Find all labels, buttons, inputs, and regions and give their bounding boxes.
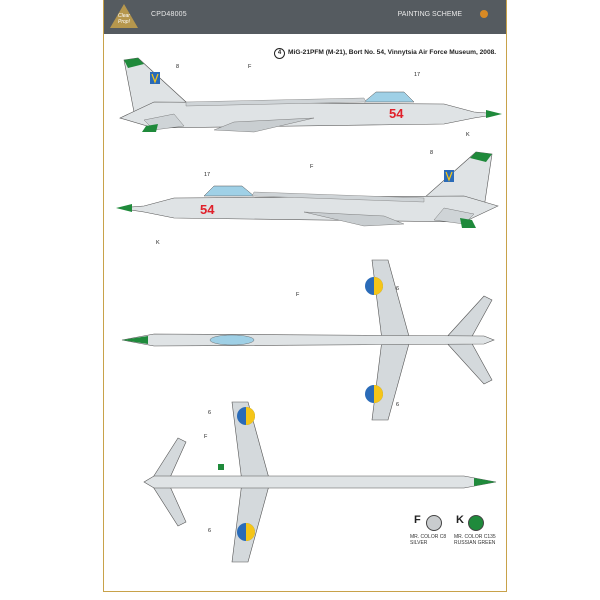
legend-k-line2: RUSSIAN GREEN: [454, 540, 496, 546]
silver-swatch-icon: [426, 515, 442, 531]
callout-6-top-a: 6: [396, 286, 399, 292]
callout-17-left: 17: [414, 72, 420, 78]
legend-f-line2: SILVER: [410, 540, 428, 546]
top-view: 6 6 F: [121, 259, 495, 421]
right-side-profile: 54 17 8 F K: [116, 150, 499, 246]
scheme-title-text: MiG-21PFM (M-21), Bort No. 54, Vinnytsia…: [288, 49, 497, 56]
callout-6-bottom-a: 6: [208, 410, 211, 416]
callout-k-right: K: [156, 240, 160, 246]
callout-f-bottom: F: [204, 434, 208, 440]
svg-text:Clear: Clear: [118, 13, 130, 19]
bort-number-right: 54: [200, 202, 215, 217]
callout-f-left: F: [248, 64, 252, 70]
legend-k-letter: K: [456, 514, 464, 526]
callout-f-right: F: [310, 164, 314, 170]
section-label: PAINTING SCHEME: [397, 11, 462, 18]
header-bar: Clear Prop! CPD48005 PAINTING SCHEME: [104, 0, 506, 34]
scheme-number: 4: [274, 48, 285, 59]
callout-k-left: K: [466, 132, 470, 138]
bort-number-left: 54: [389, 106, 404, 121]
callout-6-bottom-b: 6: [208, 528, 211, 534]
callout-f-top: F: [296, 292, 300, 298]
callout-17-right: 17: [204, 172, 210, 178]
green-swatch-icon: [468, 515, 484, 531]
brand-logo: Clear Prop!: [110, 4, 138, 28]
legend-k-line1: MR. COLOR C135: [454, 534, 496, 540]
legend-f-letter: F: [414, 514, 421, 526]
callout-8-right: 8: [430, 150, 433, 156]
left-side-profile: 54 17 8 F K: [119, 57, 502, 138]
kit-code: CPD48005: [151, 11, 187, 18]
svg-text:Prop!: Prop!: [118, 19, 131, 25]
bottom-view: 6 6 F: [143, 401, 497, 563]
brand-dot-icon: [480, 10, 488, 18]
legend-f-line1: MR. COLOR C8: [410, 534, 447, 540]
callout-6-top-b: 6: [396, 402, 399, 408]
callout-8-left: 8: [176, 64, 179, 70]
